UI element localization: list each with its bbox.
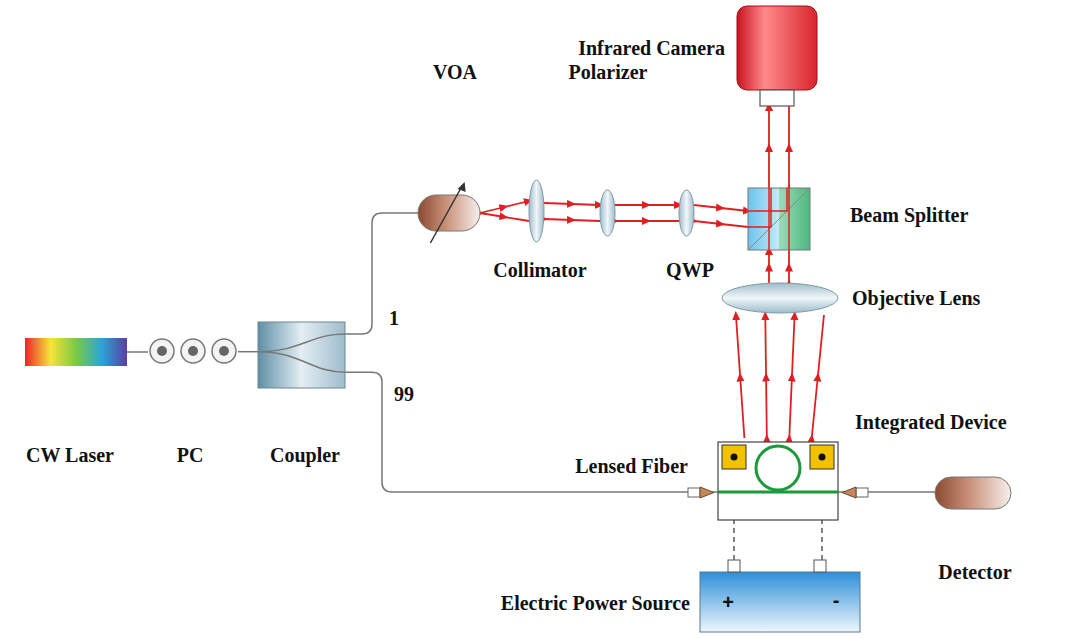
- shape-part: [258, 322, 345, 388]
- objective-lens: Objective Lens: [722, 283, 838, 313]
- fiber-tip: [700, 487, 714, 498]
- port-number: 99: [394, 383, 414, 406]
- component-label: Infrared Camera: [578, 37, 725, 60]
- fiber-coupler-shape: [258, 322, 345, 388]
- optical-fiber: [345, 372, 718, 492]
- electric-wire: [734, 520, 822, 560]
- polarizer-lens: Polarizer: [600, 190, 615, 236]
- shape-part: [731, 454, 738, 461]
- infrared-camera-shape: [737, 6, 817, 106]
- attenuator: VOA: [418, 195, 480, 231]
- shape-part: [737, 6, 817, 90]
- light-beam: [769, 106, 789, 188]
- beam-splitter-cube: Beam Splitter: [748, 188, 810, 250]
- component-label: Objective Lens: [852, 287, 980, 310]
- polarizer-lens-shape: [600, 190, 615, 236]
- component-label: Beam Splitter: [850, 204, 968, 227]
- shape-part: [728, 560, 740, 572]
- shape-part: [181, 339, 205, 363]
- fiber-ferrule: [856, 488, 868, 497]
- shape-part: [810, 445, 834, 469]
- component-label: PC: [177, 444, 204, 467]
- waveplate-lens: QWP: [679, 190, 694, 236]
- shape-part: [25, 338, 127, 366]
- shape-part: [212, 339, 236, 363]
- shape-part: [219, 346, 229, 356]
- optical-fiber: [345, 213, 418, 334]
- integrated-device-shape: [718, 442, 838, 520]
- optical-fiber: [238, 351, 258, 353]
- shape-part: [700, 572, 860, 632]
- shape-part: [718, 442, 838, 520]
- component-label: CW Laser: [26, 444, 114, 467]
- fiber-coupler: Coupler: [258, 322, 345, 388]
- shape-part: [188, 346, 198, 356]
- detector: Detector: [935, 477, 1011, 509]
- integrated-device: Integrated Device: [718, 442, 838, 520]
- component-label: Collimator: [493, 259, 586, 282]
- collimator-lens: Collimator: [529, 180, 544, 242]
- light-beam: [480, 201, 529, 221]
- polarity-symbol: -: [833, 589, 840, 612]
- shape-part: [458, 182, 466, 192]
- collimator-lens-shape: [529, 180, 544, 242]
- shape-part: [748, 188, 789, 250]
- light-beam: [544, 203, 600, 221]
- polarity-symbol: +: [722, 591, 734, 614]
- shape-part: [718, 491, 838, 494]
- lensed-fiber-left: [688, 487, 714, 498]
- infrared-camera: Infrared Camera: [737, 6, 817, 106]
- component-label: Electric Power Source: [501, 592, 690, 615]
- light-beam: [736, 315, 824, 438]
- shape-part: [529, 180, 544, 242]
- component-label: Polarizer: [569, 61, 648, 84]
- shape-part: [722, 283, 838, 313]
- shape-part: [722, 445, 746, 469]
- fiber-ferrule: [688, 488, 700, 497]
- part-label: Lensed Fiber: [575, 455, 688, 478]
- polarization-controller-shape: [148, 338, 238, 364]
- light-beam: [769, 250, 789, 283]
- shape-part: [679, 190, 694, 236]
- shape-part: [150, 339, 174, 363]
- shape-part: [600, 190, 615, 236]
- component-label: VOA: [433, 61, 477, 84]
- shape-part: [756, 446, 800, 490]
- shape-part: [430, 185, 462, 243]
- lensed-fiber-right: [842, 487, 868, 498]
- light-beam: [694, 205, 748, 227]
- light-beam: [615, 205, 679, 221]
- objective-lens-shape: [722, 283, 838, 313]
- shape-part: [748, 188, 810, 250]
- laser-source: CW Laser: [25, 338, 127, 366]
- fiber-tip: [842, 487, 856, 498]
- shape-part: [814, 560, 826, 572]
- beam-splitter-cube-shape: [748, 188, 810, 250]
- shape-part: [935, 477, 1011, 509]
- shape-part: [258, 334, 345, 372]
- shape-part: [157, 346, 167, 356]
- polarization-controller: PC: [148, 338, 238, 364]
- component-label: Coupler: [270, 444, 340, 467]
- shape-part: [748, 188, 810, 250]
- component-label: QWP: [666, 259, 714, 282]
- optical-fiber: [127, 351, 148, 353]
- detector-shape: [935, 477, 1011, 509]
- shape-part: [819, 454, 826, 461]
- attenuator-shape: [418, 195, 480, 231]
- shape-part: [760, 90, 794, 106]
- laser-source-shape: [25, 338, 127, 366]
- component-label: Integrated Device: [855, 411, 1007, 434]
- port-number: 1: [389, 306, 399, 329]
- component-label: Detector: [938, 561, 1011, 584]
- waveplate-lens-shape: [679, 190, 694, 236]
- shape-part: [418, 195, 480, 231]
